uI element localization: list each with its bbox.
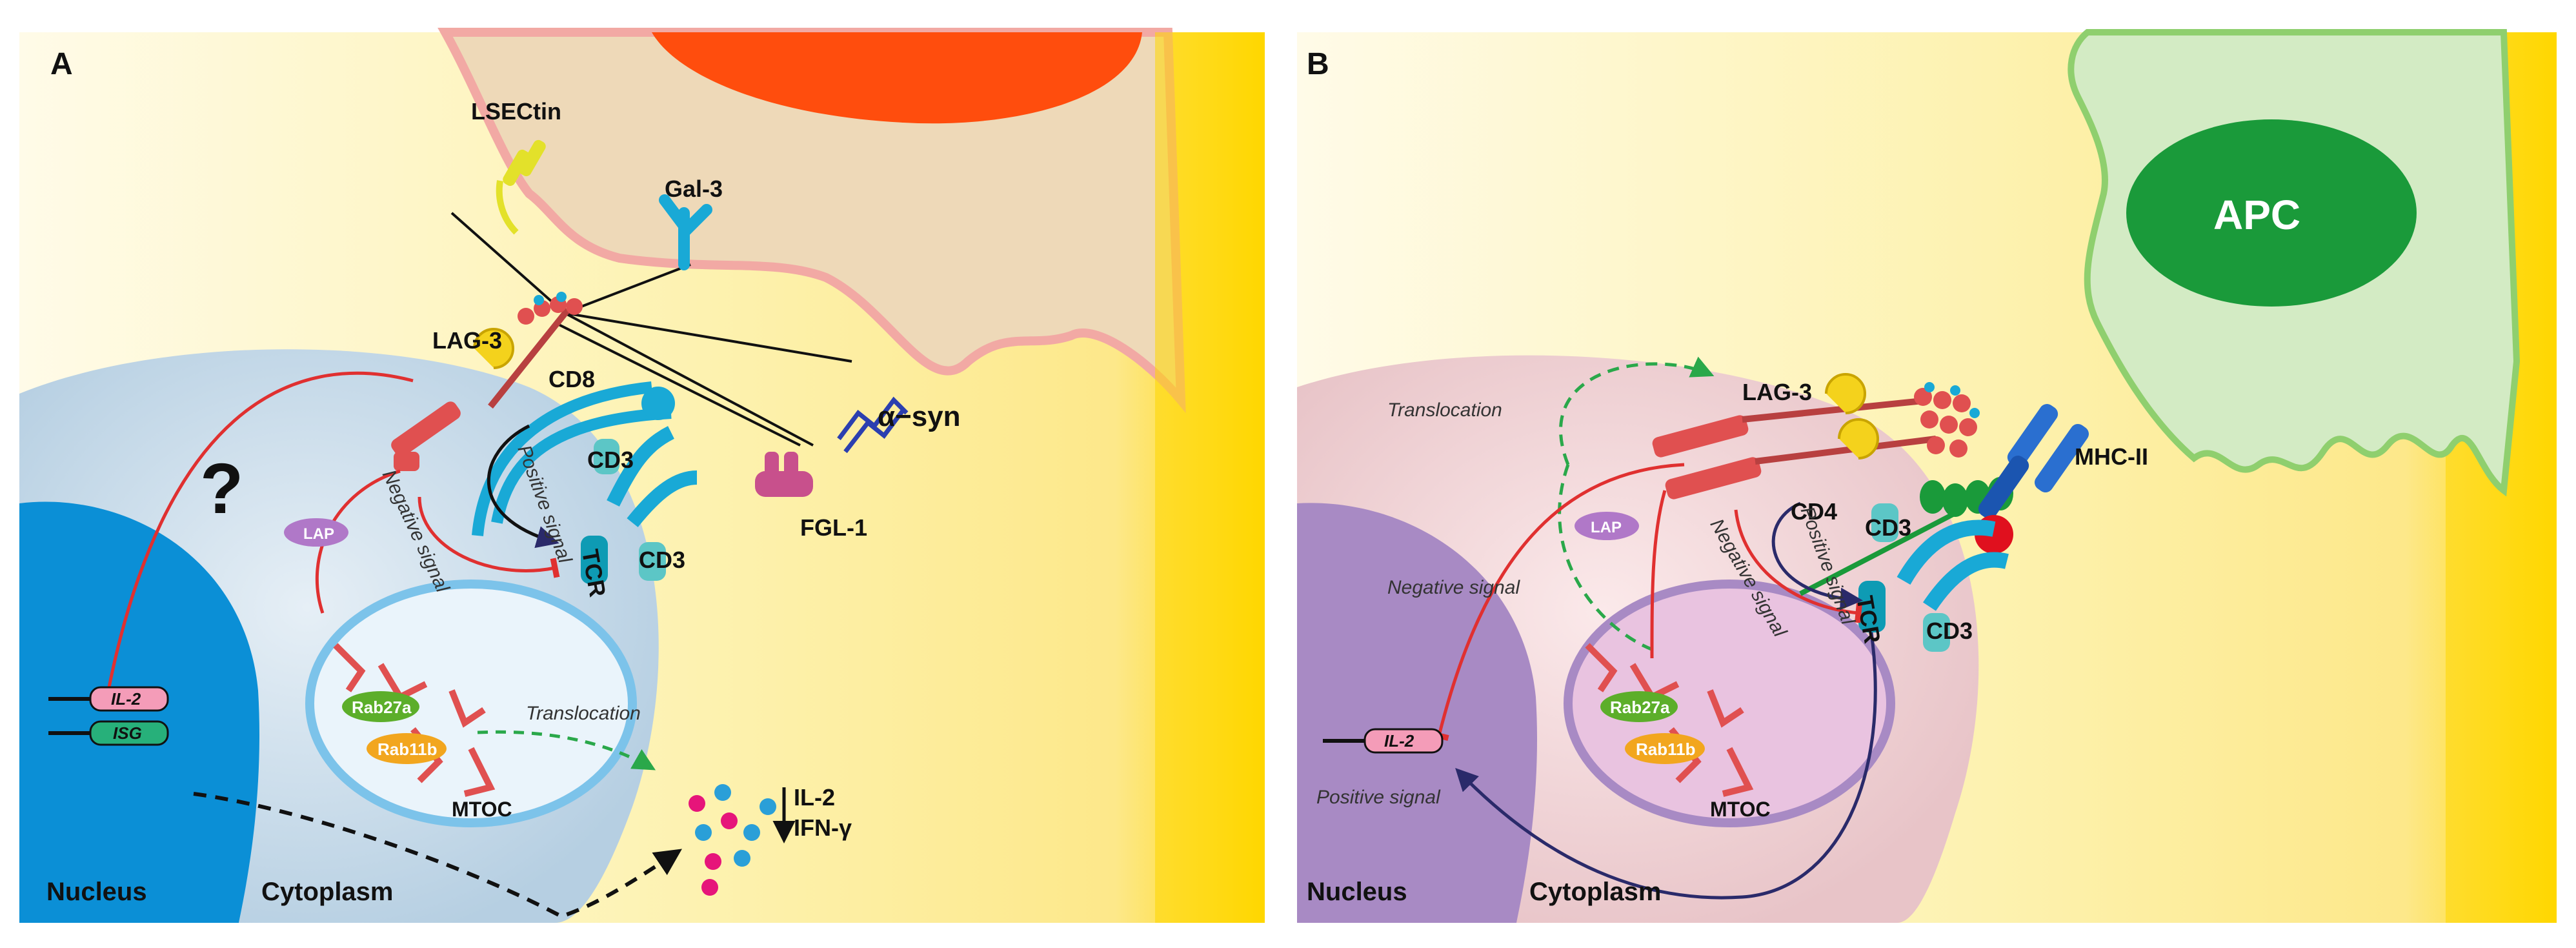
label-isg-gene-a: ISG	[113, 723, 142, 743]
label-rab27a-b: Rab27a	[1610, 698, 1670, 717]
apc-membrane	[438, 28, 1186, 414]
label-nucleus-positive-signal: Positive signal	[1316, 787, 1441, 808]
label-mtoc-a: MTOC	[452, 798, 512, 821]
tcr-chain-b	[1897, 519, 1996, 585]
panel-a: A LSECtin Gal-3 LAG-3 CD8 CD3 CD3 TCR α−…	[19, 28, 1265, 923]
tcr-box-a	[581, 536, 608, 584]
tcr-box-b	[1858, 581, 1886, 632]
label-cd3-bottom-b: CD3	[1926, 618, 1973, 644]
label-ifn-gamma-a: IFN-γ	[794, 814, 852, 841]
cd3-bottom-box-b	[1923, 613, 1950, 652]
lag3-receptor-b	[1652, 373, 1980, 499]
lag3-receptor-a	[391, 292, 583, 471]
nucleus-a	[19, 501, 260, 923]
positive-arrow-b	[1771, 501, 1863, 610]
label-lap-a: LAP	[303, 525, 334, 543]
label-question-mark: ?	[200, 449, 243, 529]
apc-nucleus	[652, 32, 1142, 124]
label-nucleus-b: Nucleus	[1307, 878, 1407, 906]
label-il2-gene-a: IL-2	[111, 689, 141, 709]
translocation-arrow-b2	[1558, 464, 1659, 654]
negative-tcr-arrow-b	[1734, 509, 1862, 623]
label-cytoplasm-a: Cytoplasm	[261, 878, 394, 906]
cd8-arm-a2	[491, 407, 672, 524]
negative-nucleus-arrow-b	[1429, 463, 1685, 741]
label-lag3-a: LAG-3	[432, 327, 502, 354]
cd8-head-a	[641, 387, 675, 420]
tcr-chain-a	[607, 426, 675, 507]
cytokine-dots-a	[689, 784, 776, 896]
rab11b-vesicle-a	[367, 733, 447, 764]
label-alpha-syn: α−syn	[878, 401, 961, 432]
label-lap-b: LAP	[1591, 519, 1622, 536]
tcr-chain-b2	[1923, 552, 2009, 611]
gal3-a	[659, 194, 712, 270]
label-cd3-top-b: CD3	[1865, 514, 1911, 541]
cd3-top-box-b	[1871, 503, 1898, 542]
translocation-arrow-a	[477, 730, 656, 771]
positive-arrow-a	[487, 424, 559, 549]
apc-nucleus-b	[2126, 119, 2417, 307]
panel-a-letter: A	[50, 47, 73, 81]
label-mtoc-b: MTOC	[1710, 798, 1771, 821]
endosome-b	[1564, 580, 1895, 827]
fgl1-a	[755, 452, 813, 497]
endosome-a	[305, 580, 637, 827]
cd3-bottom-box-a	[639, 542, 666, 581]
label-rab11b-b: Rab11b	[1636, 740, 1696, 759]
negative-tcr-arrow-a	[418, 496, 560, 578]
tcr-chain-a2	[627, 470, 698, 527]
label-translocation-b: Translocation	[1387, 399, 1502, 421]
label-nucleus-negative-signal: Negative signal	[1387, 577, 1520, 598]
rab27a-vesicle-a	[342, 691, 419, 722]
mtoc-spindles-b	[1585, 643, 1754, 797]
label-gal3: Gal-3	[665, 176, 723, 202]
mhc2-b	[1978, 404, 2089, 519]
label-il2-gene-b: IL-2	[1384, 731, 1414, 751]
ligand-connections-a	[450, 212, 852, 447]
label-mhc2: MHC-II	[2075, 443, 2148, 470]
panel-b: B APC LAG-3 CD4 MHC-II CD3 CD3 TCR Trans…	[1297, 29, 2557, 923]
rab27a-vesicle-b	[1600, 691, 1678, 722]
label-cd3-bottom-a: CD3	[639, 547, 685, 573]
label-il2-cytokine-a: IL-2	[794, 784, 835, 811]
cd8-arm-a	[472, 381, 652, 536]
label-rab11b-a: Rab11b	[377, 740, 438, 759]
label-cd4-b: CD4	[1791, 498, 1837, 525]
label-apc: APC	[2213, 192, 2300, 238]
nucleus-b	[1297, 503, 1538, 923]
label-cd8: CD8	[548, 366, 595, 392]
label-fgl1: FGL-1	[800, 514, 867, 541]
lsectin-a	[496, 139, 546, 235]
label-cytoplasm-b: Cytoplasm	[1529, 878, 1662, 906]
label-lsectin: LSECtin	[471, 98, 561, 125]
panel-a-gold-edge	[1155, 32, 1265, 923]
label-nucleus-a: Nucleus	[46, 878, 147, 906]
cd3-top-box-a	[594, 439, 619, 474]
secretion-arrow-a	[193, 792, 682, 919]
lap-vesicle-a	[284, 518, 348, 547]
negative-mtoc-line-b	[1650, 490, 1667, 659]
negative-nucleus-arrow-a	[96, 371, 414, 705]
alpha-syn-a	[837, 396, 909, 454]
label-lag3-b: LAG-3	[1742, 379, 1812, 405]
label-translocation-a: Translocation	[526, 703, 641, 724]
lap-vesicle-b	[1575, 512, 1639, 540]
label-cd3-top-a: CD3	[587, 447, 634, 473]
label-rab27a-a: Rab27a	[352, 698, 412, 717]
rab11b-vesicle-b	[1625, 733, 1705, 764]
panel-b-letter: B	[1307, 47, 1329, 81]
positive-nucleus-arrow-b	[1455, 632, 1877, 900]
